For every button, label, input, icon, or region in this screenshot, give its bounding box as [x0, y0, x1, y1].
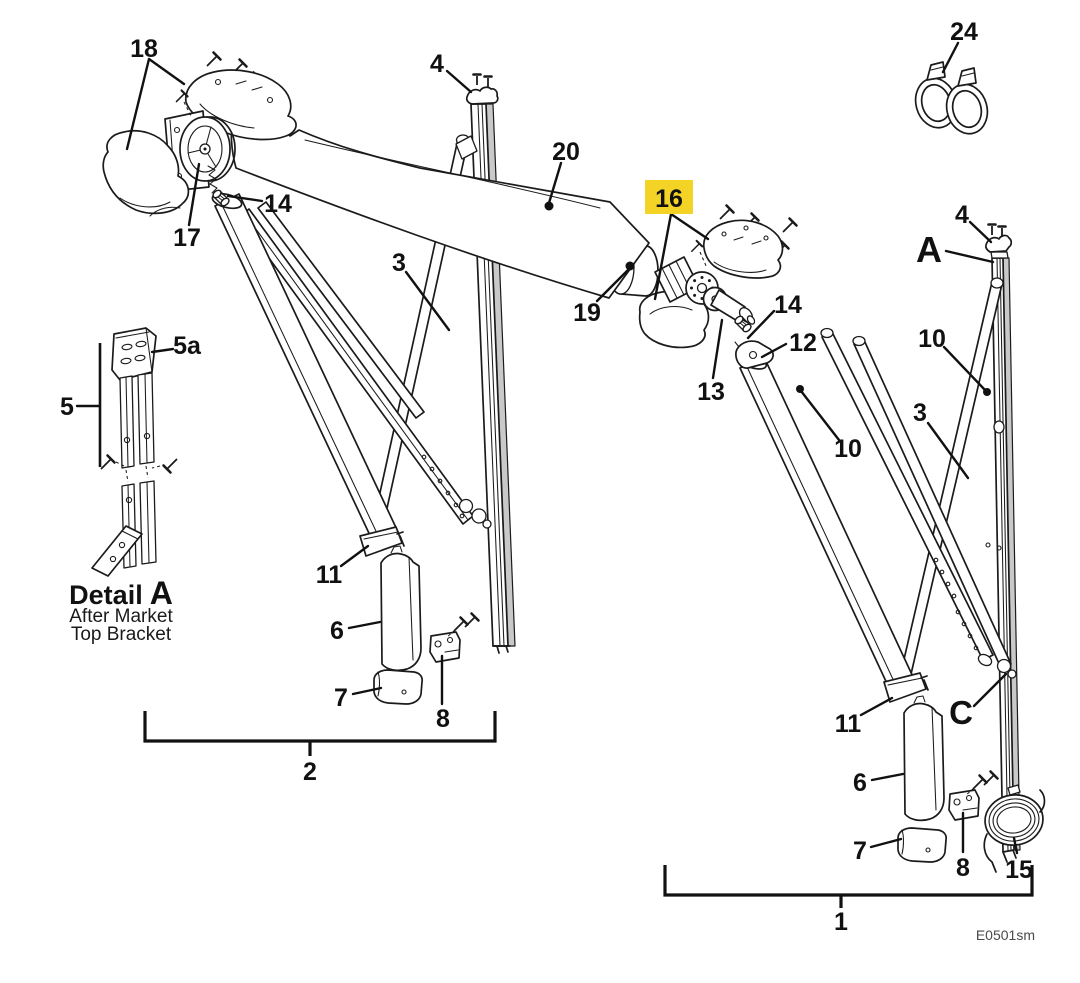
callout-14-left: 14 [264, 190, 292, 218]
callout-12: 12 [789, 329, 817, 357]
callout-24: 24 [950, 18, 978, 46]
right-rail [984, 223, 1021, 863]
callout-8-right: 8 [956, 854, 970, 882]
callout-4-right: 4 [955, 201, 969, 229]
right-arm-assembly [736, 277, 1017, 691]
callout-7-left: 7 [334, 684, 348, 712]
callout-6-left: 6 [330, 617, 344, 645]
callout-18: 18 [130, 35, 158, 63]
group-brackets [143, 711, 1034, 908]
callout-3-right: 3 [913, 399, 927, 427]
callout-19: 19 [573, 299, 601, 327]
left-rail [465, 73, 516, 654]
idler-head-assembly [102, 51, 297, 217]
callout-13: 13 [697, 378, 725, 406]
callout-3-left: 3 [392, 249, 406, 277]
detail-a-subtitle-2: Top Bracket [71, 624, 172, 645]
leader-lines [75, 41, 1019, 855]
callout-6-right: 6 [853, 769, 867, 797]
hose-clamps [914, 61, 989, 135]
callout-C: C [949, 694, 973, 731]
callout-10-lower: 10 [834, 435, 862, 463]
left-foot-parts [359, 526, 480, 705]
roller-tube [230, 115, 659, 299]
callout-16-highlight [645, 180, 693, 214]
detail-a-artwork [91, 327, 178, 577]
callout-A: A [916, 229, 942, 270]
callout-11-right: 11 [835, 710, 862, 738]
callout-4-left: 4 [430, 50, 444, 78]
callout-10-upper: 10 [918, 325, 946, 353]
callout-15: 15 [1005, 856, 1033, 884]
drawing-code: E0501sm [976, 927, 1035, 943]
callout-20: 20 [552, 138, 580, 166]
callout-1: 1 [834, 908, 848, 936]
callout-8-left: 8 [436, 705, 450, 733]
callout-7-right: 7 [853, 837, 867, 865]
callout-17: 17 [173, 224, 201, 252]
callout-11-left: 11 [316, 561, 343, 589]
callout-14-right: 14 [774, 291, 802, 319]
detail-a-subtitle-1: After Market [69, 606, 173, 627]
callout-2: 2 [303, 758, 317, 786]
motor-assembly [638, 204, 798, 369]
callout-5a: 5a [173, 332, 202, 360]
callout-16: 16 [655, 185, 683, 213]
right-foot-parts [883, 672, 1046, 873]
callout-5: 5 [60, 393, 74, 421]
